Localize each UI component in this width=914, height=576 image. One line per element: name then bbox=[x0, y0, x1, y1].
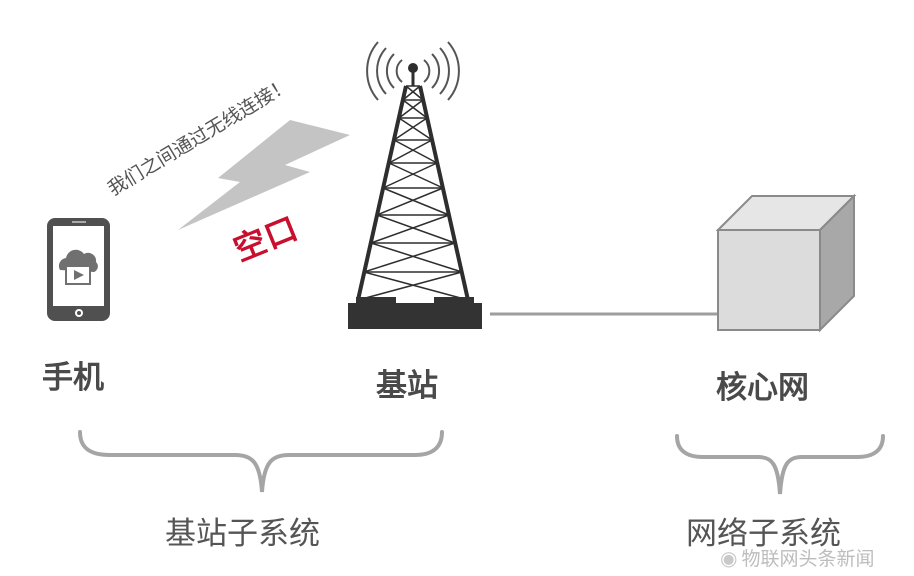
watermark: ◉ 物联网头条新闻 bbox=[720, 544, 874, 571]
brace-base-station-subsystem bbox=[78, 430, 444, 493]
base-station-tower-icon bbox=[356, 63, 470, 301]
network-subsystem-label: 网络子系统 bbox=[686, 516, 841, 552]
brace-network-subsystem bbox=[675, 434, 885, 495]
base-station-label: 基站 bbox=[376, 368, 438, 404]
lightning-bolt-icon bbox=[178, 120, 350, 230]
phone-icon bbox=[47, 218, 110, 321]
core-network-label: 核心网 bbox=[716, 370, 809, 406]
tower-base bbox=[348, 297, 482, 329]
watermark-text: 物联网头条新闻 bbox=[741, 548, 875, 570]
signal-waves-icon bbox=[366, 41, 460, 101]
weibo-icon: ◉ bbox=[720, 545, 738, 570]
base-station-subsystem-label: 基站子系统 bbox=[165, 516, 320, 552]
phone-label: 手机 bbox=[42, 360, 104, 396]
core-network-cube-icon bbox=[715, 193, 857, 333]
